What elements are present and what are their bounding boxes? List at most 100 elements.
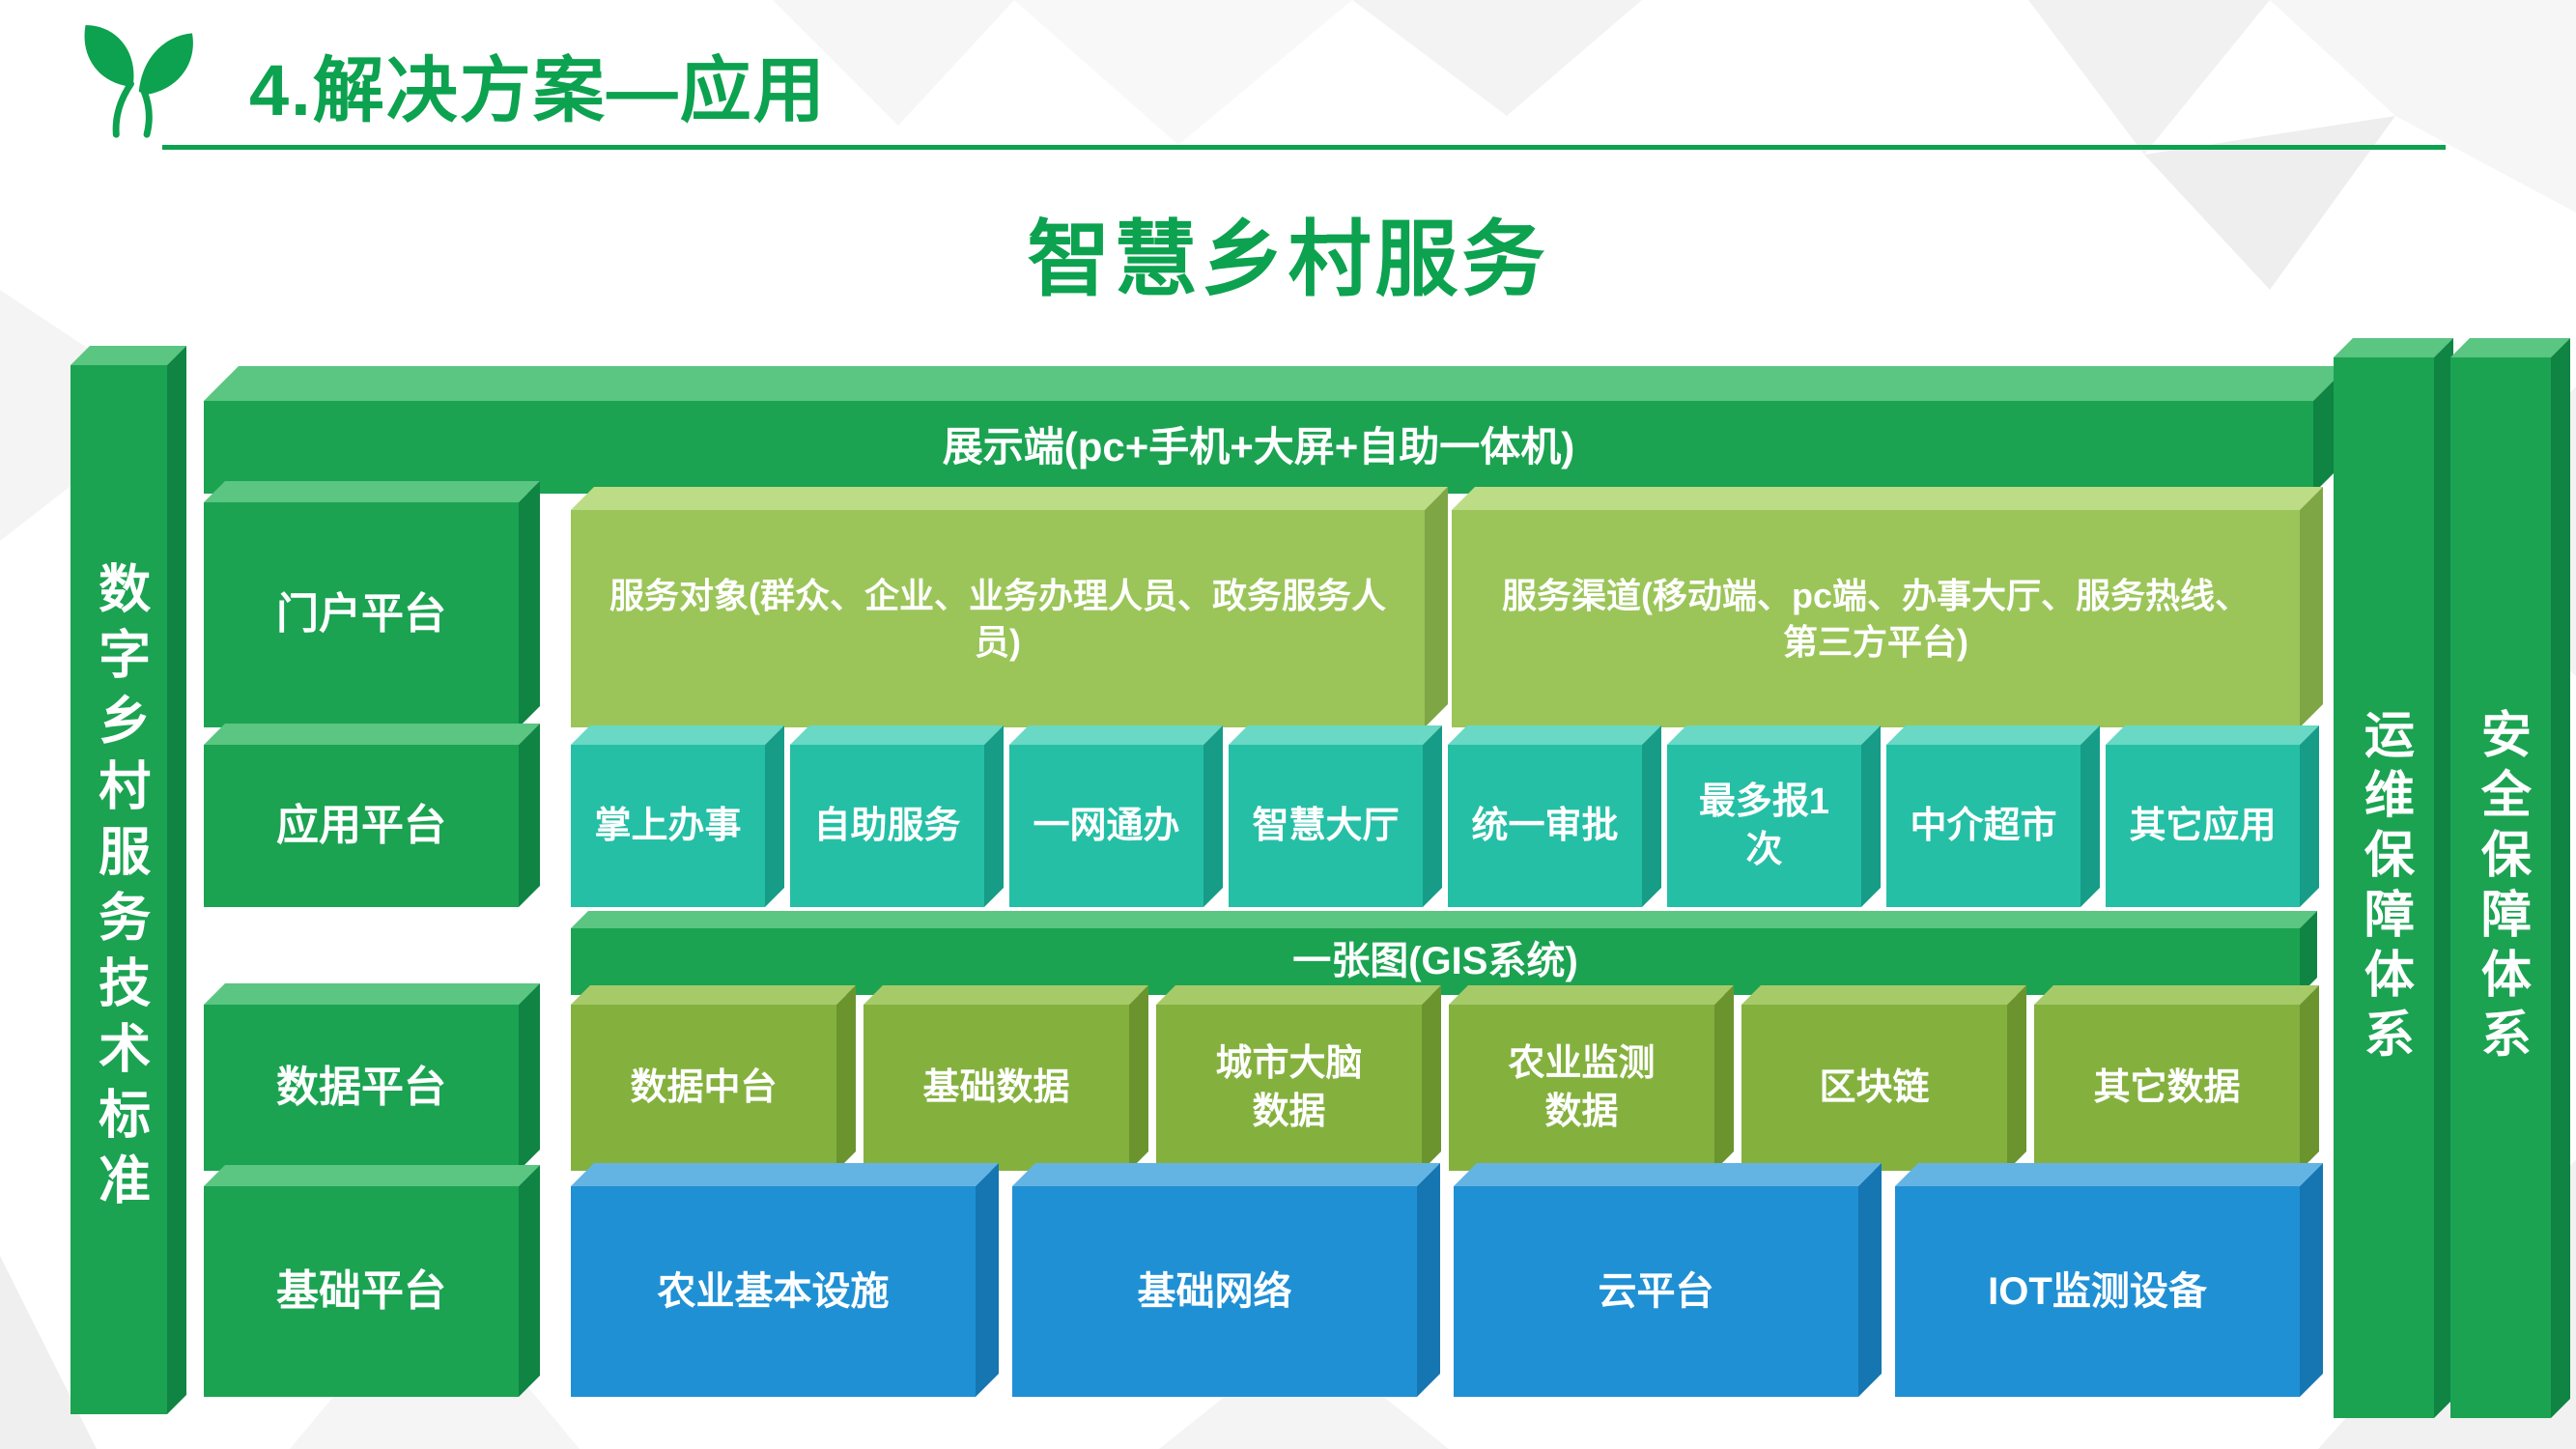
infra-block-iot-devices: IOT监测设备	[1895, 1163, 2323, 1397]
top-face	[204, 366, 2348, 401]
app-block-label: 中介超市	[1886, 745, 2081, 907]
app-block-unified-approval: 统一审批	[1448, 725, 1661, 907]
platform-label-infra-text: 基础平台	[204, 1186, 519, 1397]
side-face	[167, 346, 186, 1414]
infra-block-label: IOT监测设备	[1895, 1186, 2300, 1397]
portal-block-audience-text: 服务对象(群众、企业、业务办理人员、政务服务人员)	[571, 510, 1425, 727]
app-block-label: 其它应用	[2106, 745, 2300, 907]
side-face	[2081, 725, 2100, 907]
top-face	[204, 983, 540, 1005]
display-bar: 展示端(pc+手机+大屏+自助一体机)	[204, 366, 2348, 494]
app-block-report-once: 最多报1次	[1667, 725, 1881, 907]
data-block-city-brain: 城市大脑数据	[1156, 985, 1441, 1171]
infra-block-cloud-platform: 云平台	[1454, 1163, 1882, 1397]
right-bar-security: 安全保障体系	[2450, 338, 2570, 1418]
data-block-label: 基础数据	[863, 1005, 1129, 1171]
data-block-other-data: 其它数据	[2034, 985, 2319, 1171]
top-face	[2106, 725, 2319, 745]
infra-block-label: 云平台	[1454, 1186, 1858, 1397]
side-face	[1129, 985, 1148, 1171]
platform-label-app: 应用平台	[204, 724, 540, 907]
app-block-label: 统一审批	[1448, 745, 1642, 907]
side-face	[836, 985, 856, 1171]
data-block-agri-monitoring: 农业监测数据	[1449, 985, 1734, 1171]
side-face	[2300, 985, 2319, 1171]
platform-label-app-text: 应用平台	[204, 745, 519, 907]
top-face	[571, 487, 1448, 510]
leaf-logo	[84, 25, 193, 138]
data-block-label: 数据中台	[571, 1005, 836, 1171]
data-block-label: 城市大脑数据	[1156, 1005, 1422, 1171]
top-face	[1895, 1163, 2323, 1186]
app-block-label: 智慧大厅	[1229, 745, 1423, 907]
top-face	[1452, 487, 2323, 510]
top-face	[1667, 725, 1881, 745]
display-bar-label: 展示端(pc+手机+大屏+自助一体机)	[204, 401, 2313, 494]
infra-block-label: 农业基本设施	[571, 1186, 976, 1397]
app-block-mobile-services: 掌上办事	[571, 725, 784, 907]
diagram-title: 智慧乡村服务	[1027, 213, 1549, 306]
top-face	[571, 725, 784, 745]
top-face	[2334, 338, 2453, 357]
platform-label-data-text: 数据平台	[204, 1005, 519, 1171]
side-face	[2300, 725, 2319, 907]
platform-label-infra: 基础平台	[204, 1165, 540, 1397]
app-block-agency-market: 中介超市	[1886, 725, 2100, 907]
top-face	[1741, 985, 2026, 1005]
app-block-label: 一网通办	[1009, 745, 1203, 907]
side-face	[519, 481, 540, 727]
app-block-one-network: 一网通办	[1009, 725, 1223, 907]
portal-block-channels-text: 服务渠道(移动端、pc端、办事大厅、服务热线、第三方平台)	[1452, 510, 2300, 727]
side-face	[519, 724, 540, 907]
right-bar-security-label: 安全保障体系	[2450, 357, 2551, 1418]
side-face	[1858, 1163, 1882, 1397]
data-block-blockchain: 区块链	[1741, 985, 2026, 1171]
platform-label-portal: 门户平台	[204, 481, 540, 727]
right-bar-operations: 运维保障体系	[2334, 338, 2453, 1418]
top-face	[71, 346, 186, 365]
left-standard-bar: 数字乡村服务技术标准	[71, 346, 186, 1414]
app-block-label: 最多报1次	[1667, 745, 1861, 907]
top-face	[571, 911, 2317, 928]
side-face	[2007, 985, 2026, 1171]
right-bar-operations-label: 运维保障体系	[2334, 357, 2434, 1418]
page-title: 4.解决方案—应用	[249, 50, 827, 130]
app-block-label: 掌上办事	[571, 745, 765, 907]
side-face	[1422, 985, 1441, 1171]
side-face	[2551, 338, 2570, 1418]
infra-block-agri-facilities: 农业基本设施	[571, 1163, 999, 1397]
top-face	[204, 1165, 540, 1186]
side-face	[1861, 725, 1881, 907]
title-underline	[162, 145, 2446, 150]
gis-bar-label: 一张图(GIS系统)	[571, 928, 2300, 995]
side-face	[1203, 725, 1223, 907]
portal-block-audience: 服务对象(群众、企业、业务办理人员、政务服务人员)	[571, 487, 1448, 727]
platform-label-portal-text: 门户平台	[204, 502, 519, 727]
side-face	[976, 1163, 999, 1397]
side-face	[2300, 487, 2323, 727]
top-face	[571, 985, 856, 1005]
top-face	[571, 1163, 999, 1186]
data-block-label: 区块链	[1741, 1005, 2007, 1171]
top-face	[863, 985, 1148, 1005]
top-face	[1229, 725, 1442, 745]
side-face	[765, 725, 784, 907]
top-face	[204, 724, 540, 745]
top-face	[1886, 725, 2100, 745]
side-face	[1423, 725, 1442, 907]
side-face	[2300, 911, 2317, 995]
portal-block-channels: 服务渠道(移动端、pc端、办事大厅、服务热线、第三方平台)	[1452, 487, 2323, 727]
left-standard-bar-label: 数字乡村服务技术标准	[71, 365, 167, 1414]
top-face	[1449, 985, 1734, 1005]
app-block-smart-hall: 智慧大厅	[1229, 725, 1442, 907]
side-face	[2434, 338, 2453, 1418]
top-face	[2034, 985, 2319, 1005]
top-face	[790, 725, 1004, 745]
side-face	[1417, 1163, 1440, 1397]
top-face	[1454, 1163, 1882, 1186]
app-block-label: 自助服务	[790, 745, 984, 907]
gis-bar: 一张图(GIS系统)	[571, 911, 2317, 995]
top-face	[1012, 1163, 1440, 1186]
data-block-label: 其它数据	[2034, 1005, 2300, 1171]
side-face	[984, 725, 1004, 907]
